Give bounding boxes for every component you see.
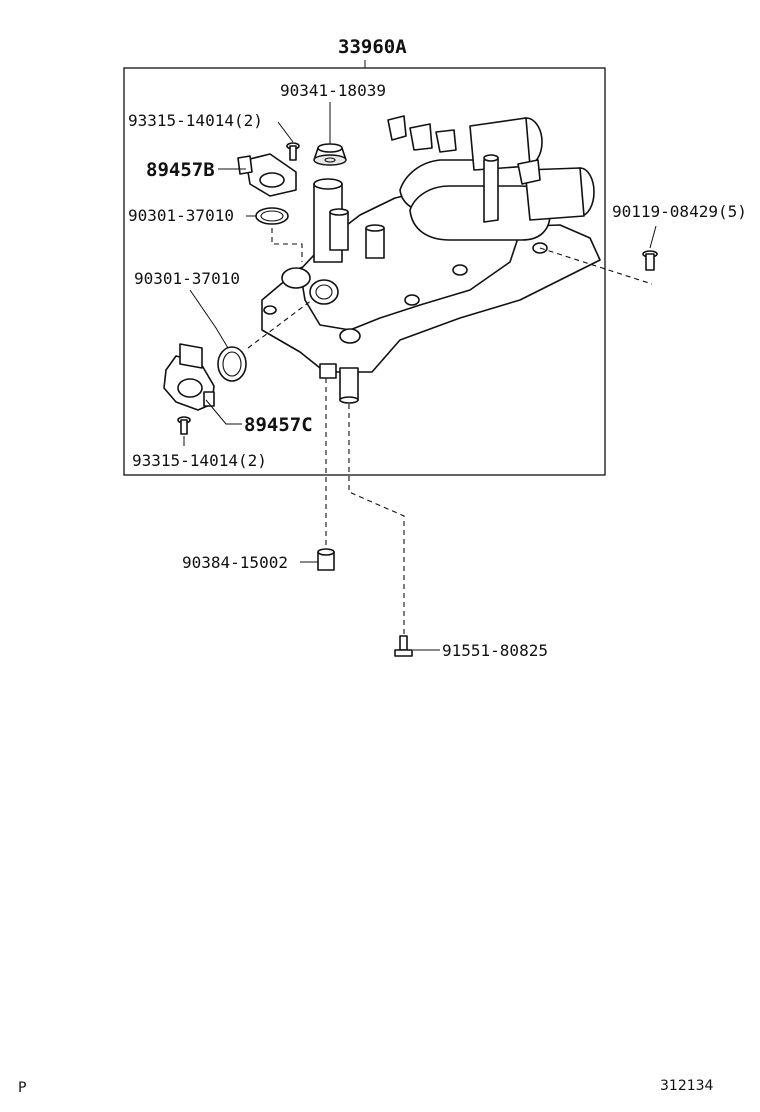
screw-bottom-label: 93315-14014(2) xyxy=(132,451,267,470)
screw-top-part xyxy=(286,142,300,161)
bolt-right-part xyxy=(642,250,658,271)
footer-left: P xyxy=(18,1080,26,1096)
bolt-right-label: 90119-08429(5) xyxy=(612,202,747,221)
actuator-housing xyxy=(261,115,601,404)
bolt-bottom-label: 91551-80825 xyxy=(442,641,548,660)
oring-top-inner xyxy=(260,210,284,222)
bolt-bottom-dash xyxy=(348,404,405,636)
bolt-right-leader xyxy=(649,225,657,249)
collar-part xyxy=(317,548,335,571)
sensor-c-leader xyxy=(205,399,242,425)
sensor-b-label: 89457B xyxy=(146,159,215,181)
oring-left-label: 90301-37010 xyxy=(134,269,240,288)
oring-left-inner xyxy=(222,351,242,377)
footer-right: 312134 xyxy=(660,1078,714,1094)
plug-part xyxy=(313,143,347,166)
assembly-frame xyxy=(123,67,606,476)
oring-top-label: 90301-37010 xyxy=(128,206,234,225)
bolt-bottom-part xyxy=(394,635,413,657)
oring-left-dash xyxy=(247,299,313,349)
oring-left-leader xyxy=(189,289,229,349)
screw-top-label: 93315-14014(2) xyxy=(128,111,263,130)
sensor-b-part xyxy=(237,153,297,197)
bolt-right-dash xyxy=(539,247,653,285)
oring-top-dash xyxy=(271,228,303,262)
plug-label: 90341-18039 xyxy=(280,81,386,100)
sensor-c-part xyxy=(163,343,215,411)
collar-label: 90384-15002 xyxy=(182,553,288,572)
screw-bottom-part xyxy=(177,416,191,435)
assembly-label: 33960A xyxy=(338,36,407,58)
screw-top-leader xyxy=(277,121,294,143)
sensor-c-label: 89457C xyxy=(244,414,313,436)
